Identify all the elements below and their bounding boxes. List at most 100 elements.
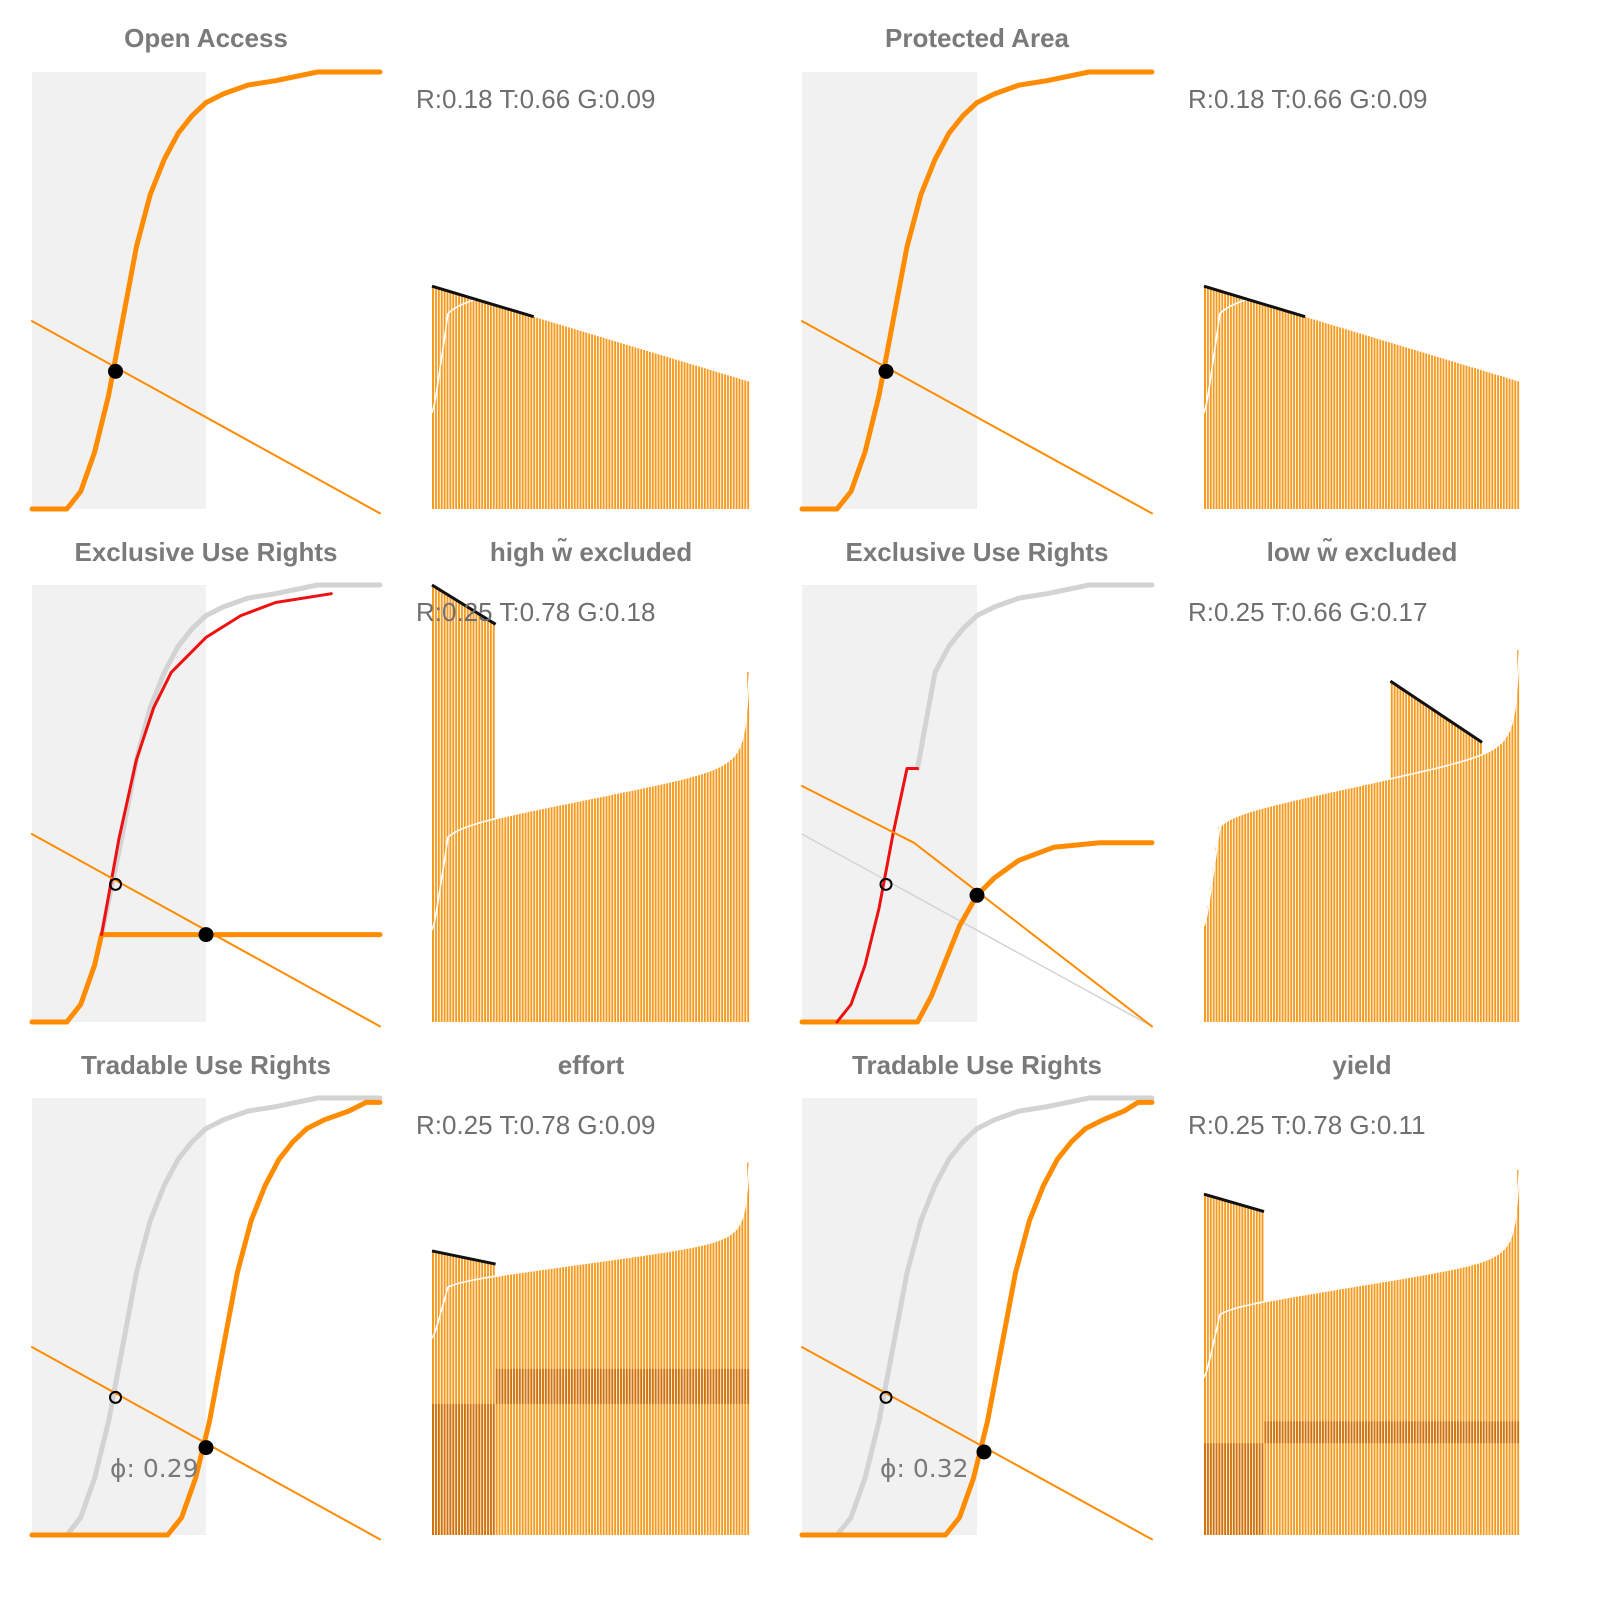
bar [706, 369, 709, 509]
bar [1471, 735, 1474, 1022]
bar [562, 325, 565, 509]
bar [434, 587, 437, 1022]
bar [556, 805, 559, 1022]
bar [1494, 747, 1497, 1022]
bar-dark [608, 1368, 611, 1404]
bar [1293, 799, 1296, 1022]
panel-title: low w̃ excluded [1267, 537, 1458, 567]
bar [1336, 326, 1339, 509]
panel-1: Open Access [29, 23, 383, 515]
bar [596, 336, 599, 509]
bar [458, 294, 461, 509]
panel-title: Tradable Use Rights [81, 1050, 331, 1080]
bar-dark [1244, 1443, 1247, 1535]
bar [1362, 1284, 1364, 1535]
bar [631, 789, 634, 1022]
bar [1396, 686, 1399, 1022]
bar-dark [567, 1368, 570, 1404]
bar [1491, 373, 1494, 509]
bar [721, 764, 724, 1022]
bar [1445, 718, 1448, 1022]
bar-dark [553, 1368, 556, 1404]
black-segment [1389, 679, 1483, 744]
bar [478, 1260, 481, 1535]
bar [1224, 292, 1227, 509]
bar [634, 789, 637, 1022]
bar [1499, 376, 1502, 509]
bar [1330, 1290, 1333, 1535]
bar [1267, 1300, 1270, 1535]
bar-dark [1284, 1421, 1287, 1444]
bar [1327, 1290, 1330, 1535]
bar-dark [498, 1368, 501, 1404]
bar [671, 358, 674, 509]
bar [1474, 1263, 1477, 1535]
bar-dark [1344, 1421, 1347, 1444]
panel-title: Open Access [124, 23, 288, 53]
bar [1270, 1300, 1273, 1535]
bar [1356, 332, 1359, 509]
bar [1499, 742, 1502, 1022]
bar [1324, 323, 1327, 509]
bar [455, 1256, 458, 1535]
bar [1232, 817, 1235, 1022]
bar-dark [469, 1403, 472, 1535]
bar-dark [747, 1368, 750, 1404]
bar [1453, 362, 1456, 509]
bar [1247, 299, 1250, 509]
bar [700, 367, 703, 509]
bar-dark [1258, 1443, 1261, 1535]
bar [1287, 1297, 1290, 1535]
series-grey [29, 1095, 383, 1538]
bar-dark [703, 1368, 706, 1404]
bar [1379, 780, 1382, 1022]
bar-dark [1336, 1421, 1339, 1444]
bar [1272, 804, 1275, 1022]
bar [643, 350, 646, 509]
bar-dark [729, 1368, 732, 1404]
bar [715, 371, 718, 509]
bar [1505, 377, 1508, 509]
bar-dark [527, 1368, 530, 1404]
bar [1517, 649, 1520, 1022]
bar [1356, 1285, 1359, 1535]
bar [677, 360, 680, 509]
bar [663, 356, 666, 509]
bar [605, 338, 608, 509]
bar [1379, 1281, 1382, 1535]
bar [1364, 1284, 1367, 1535]
bar [744, 721, 747, 1022]
bar [1321, 322, 1324, 509]
bar-dark [677, 1368, 680, 1404]
bar [1376, 1282, 1379, 1535]
bar-dark [1318, 1421, 1321, 1444]
bar-dark [654, 1368, 657, 1404]
bar [1204, 922, 1206, 1022]
bar [1442, 358, 1445, 509]
bar-dark [1238, 1443, 1241, 1535]
bar-dark [1514, 1421, 1517, 1444]
bar [553, 323, 556, 509]
bar [1226, 820, 1229, 1022]
black-segment [431, 284, 535, 319]
bar [1270, 306, 1273, 509]
bar [1336, 1289, 1339, 1535]
bar-dark [669, 1368, 672, 1404]
bar [452, 598, 455, 1022]
bar [1482, 1260, 1485, 1535]
bar [562, 803, 565, 1022]
bar [738, 746, 741, 1022]
bar-dark [1316, 1421, 1319, 1444]
bar [1405, 1277, 1408, 1535]
bar-dark [1362, 1421, 1364, 1444]
bar-dark [1494, 1421, 1497, 1444]
bar [1244, 1206, 1247, 1535]
bar [1494, 374, 1497, 509]
bar [1264, 807, 1267, 1022]
bar [478, 614, 481, 1022]
bar [1295, 799, 1298, 1022]
bar [585, 799, 588, 1022]
bar [1347, 787, 1350, 1022]
bar [1206, 906, 1209, 1022]
bar [1307, 1293, 1310, 1535]
